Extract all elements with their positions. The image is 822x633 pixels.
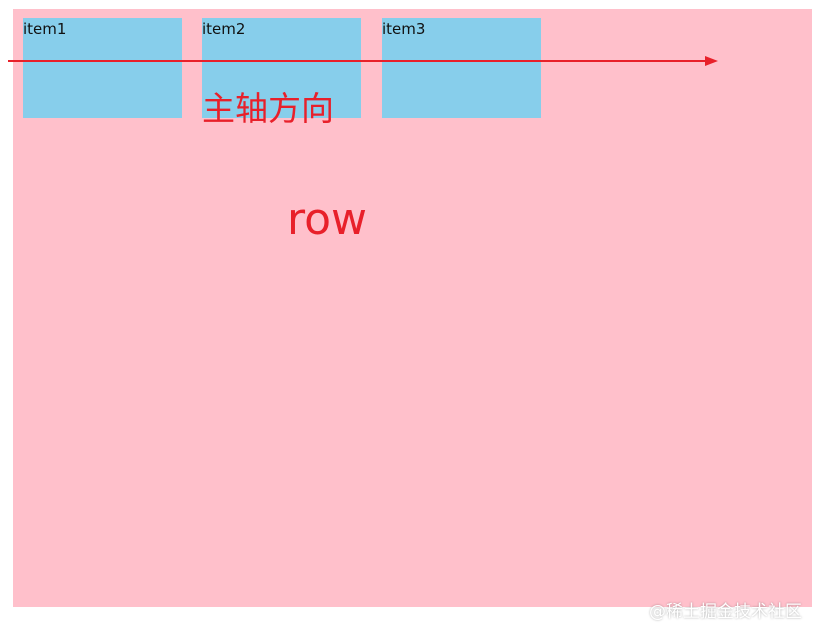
flex-item-3: item3 — [382, 18, 541, 118]
flex-container: item1 item2 item3 — [13, 9, 812, 607]
flex-item-1: item1 — [23, 18, 182, 118]
item-label-3: item3 — [382, 20, 426, 38]
watermark: @稀土掘金技术社区 — [649, 602, 802, 622]
item-label-1: item1 — [23, 20, 67, 38]
main-axis-label: 主轴方向 — [202, 89, 334, 128]
flex-item-2: item2 — [202, 18, 361, 118]
item-label-2: item2 — [202, 20, 246, 38]
flex-direction-value: row — [287, 194, 368, 245]
